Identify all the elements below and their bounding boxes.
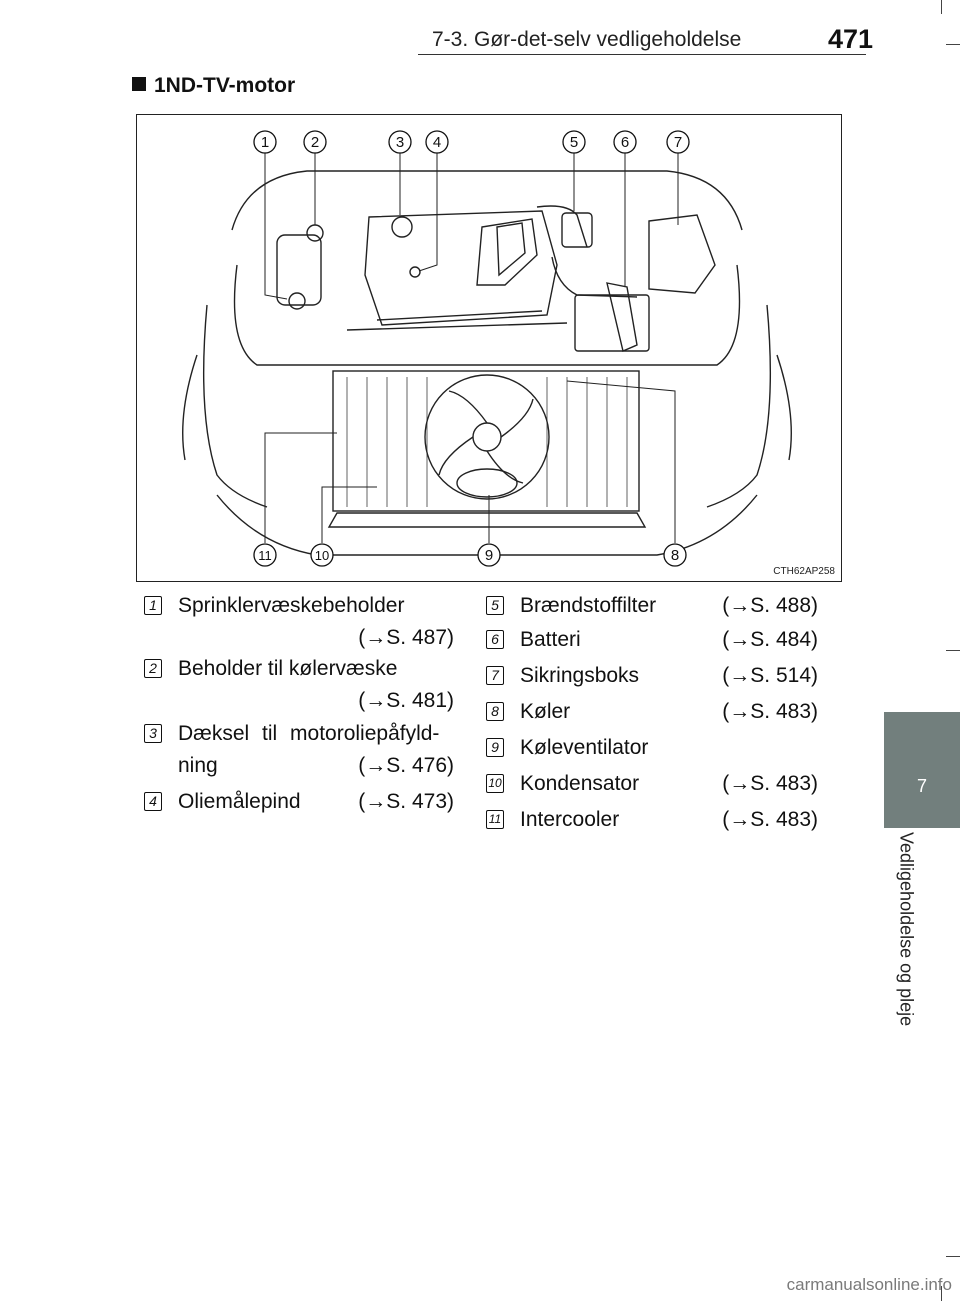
callout-7-label: 7 — [674, 134, 682, 151]
figure-code: CTH62AP258 — [773, 566, 835, 577]
crop-mark — [946, 1256, 960, 1257]
crop-mark — [946, 650, 960, 651]
chapter-number: 7 — [916, 776, 927, 796]
callout-2: 2 — [303, 130, 327, 154]
legend-label: Køleventilator — [520, 736, 649, 759]
crop-mark — [941, 1286, 942, 1301]
legend-label: Brændstoffilter — [520, 594, 657, 617]
legend-number-badge: 1 — [144, 596, 162, 615]
callout-4: 4 — [425, 130, 449, 154]
legend-number-badge: 4 — [144, 792, 162, 811]
legend-label: Sikringsboks — [520, 664, 640, 687]
crop-mark — [946, 44, 960, 45]
crop-mark — [941, 0, 942, 14]
legend-item: 10 Kondensator (→S. 483) — [486, 766, 818, 802]
legend-number-badge: 9 — [486, 738, 504, 757]
legend-label: Beholder til kølervæske — [178, 657, 398, 680]
callout-5: 5 — [562, 130, 586, 154]
legend-label: Intercooler — [520, 808, 620, 831]
callout-5-label: 5 — [570, 134, 578, 151]
chapter-title: Vedligeholdelse og pleje — [896, 832, 917, 1027]
legend-item: 7 Sikringsboks (→S. 514) — [486, 658, 818, 694]
callout-10: 10 — [310, 543, 334, 567]
callout-2-label: 2 — [311, 134, 319, 151]
legend-page-ref: (→S. 483) — [722, 700, 818, 723]
legend-label-continued: ning — [178, 754, 218, 777]
legend-item: 6 Batteri (→S. 484) — [486, 622, 818, 658]
legend-page-ref: (→S. 481) — [358, 689, 454, 712]
legend-label: Køler — [520, 700, 571, 723]
section-heading-text: 1ND-TV-motor — [154, 74, 296, 97]
legend-label: Kondensator — [520, 772, 640, 795]
square-bullet-icon — [132, 77, 146, 91]
legend-number-badge: 7 — [486, 666, 504, 685]
callout-8: 8 — [663, 543, 687, 567]
callout-1: 1 — [253, 130, 277, 154]
legend-item: 9 Køleventilator — [486, 730, 818, 766]
legend-page-ref: (→S. 483) — [722, 772, 818, 795]
legend-item: 1 Sprinklervæskebeholder (→S. 487) — [144, 588, 454, 660]
legend-page-ref: (→S. 484) — [722, 628, 818, 651]
chapter-tab: 7 — [884, 712, 960, 828]
callout-6-label: 6 — [621, 134, 629, 151]
legend-item: 5 Brændstoffilter (→S. 488) — [486, 588, 818, 624]
legend-number-badge: 6 — [486, 630, 504, 649]
header-section-title: 7-3. Gør-det-selv vedligeholdelse — [432, 28, 742, 51]
page-number: 471 — [828, 24, 874, 54]
callout-7: 7 — [666, 130, 690, 154]
legend-number-badge: 5 — [486, 596, 504, 615]
engine-compartment-figure: 1 2 3 4 5 6 7 8 9 10 11 CTH62AP258 — [136, 114, 842, 582]
legend-page-ref: (→S. 473) — [358, 790, 454, 813]
legend-item: 11 Intercooler (→S. 483) — [486, 802, 818, 838]
header-rule — [418, 54, 866, 55]
legend-page-ref: (→S. 514) — [722, 664, 818, 687]
legend-number-badge: 8 — [486, 702, 504, 721]
legend-number-badge: 3 — [144, 724, 162, 743]
callout-8-label: 8 — [671, 547, 679, 564]
legend-page-ref: (→S. 476) — [358, 754, 454, 777]
legend-item: 3 Dæksel til motoroliepåfyld- ning (→S. … — [144, 716, 464, 788]
callout-9-label: 9 — [485, 547, 493, 564]
callout-11: 11 — [253, 543, 277, 567]
section-heading: 1ND-TV-motor — [132, 74, 295, 98]
legend-page-ref: (→S. 488) — [722, 594, 818, 617]
callout-3-label: 3 — [396, 134, 404, 151]
callout-10-label: 10 — [315, 548, 329, 563]
legend-number-badge: 11 — [486, 810, 504, 829]
chapter-title-vertical: Vedligeholdelse og pleje — [886, 832, 926, 1062]
callout-11-label: 11 — [258, 548, 272, 563]
legend-page-ref: (→S. 487) — [358, 626, 454, 649]
legend-number-badge: 2 — [144, 659, 162, 678]
legend-number-badge: 10 — [486, 774, 504, 793]
callout-3: 3 — [388, 130, 412, 154]
legend-item: 8 Køler (→S. 483) — [486, 694, 818, 730]
callout-6: 6 — [613, 130, 637, 154]
legend-label: Oliemålepind — [178, 790, 301, 813]
legend-page-ref: (→S. 483) — [722, 808, 818, 831]
legend-item: 2 Beholder til kølervæske (→S. 481) — [144, 651, 454, 723]
callout-1-label: 1 — [261, 134, 269, 151]
watermark-text: carmanualsonline.info — [786, 1275, 952, 1294]
callout-4-label: 4 — [433, 134, 441, 151]
legend-label: Batteri — [520, 628, 581, 651]
callout-9: 9 — [477, 543, 501, 567]
legend-item: 4 Oliemålepind (→S. 473) — [144, 784, 454, 820]
engine-illustration: 1 2 3 4 5 6 7 8 9 10 11 — [182, 130, 792, 567]
legend-label: Sprinklervæskebeholder — [178, 594, 405, 617]
legend-label: Dæksel til motoroliepåfyld- — [178, 722, 440, 745]
